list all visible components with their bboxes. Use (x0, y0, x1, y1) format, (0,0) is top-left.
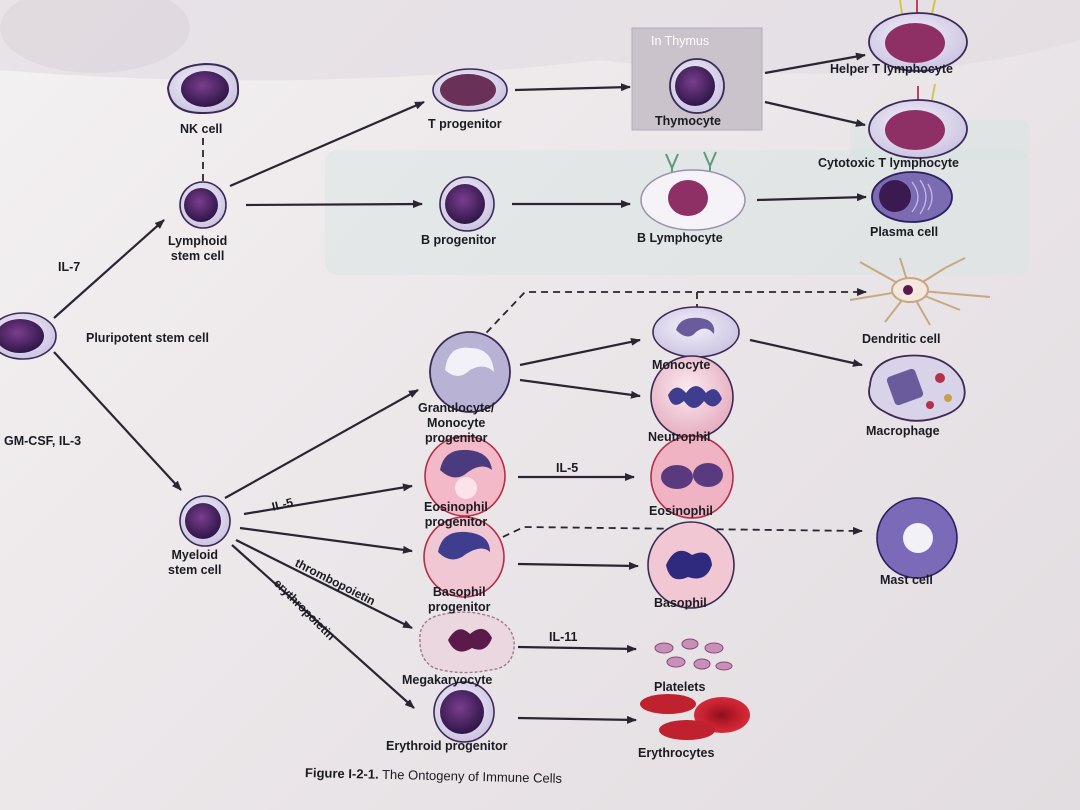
mast-cell-label: Mast cell (880, 573, 933, 587)
connection-arrows (53, 52, 867, 724)
arrow-granulocyte-to-monocyte (519, 337, 641, 367)
erythroid-progenitor-label: Erythroid progenitor (386, 739, 508, 753)
mast-cell-icon (876, 497, 958, 579)
basophil-progenitor-label: Basophil progenitor (428, 585, 491, 615)
helper-t-lymphocyte-label: Helper T lymphocyte (830, 62, 953, 76)
b-progenitor-label: B progenitor (421, 233, 496, 247)
pluripotent-stem-cell-label: Pluripotent stem cell (86, 331, 209, 345)
il11-label: IL-11 (549, 630, 578, 644)
eosinophil-label: Eosinophil (649, 504, 713, 518)
granulocyte-label-line1: Granulocyte/ (418, 401, 495, 415)
arrow-pluripotent-to-lymphoid (53, 219, 165, 319)
cytotoxic-t-lymphocyte-icon (868, 83, 968, 159)
megakaryocyte-icon (419, 611, 515, 674)
arrow-megakaryocyte-to-platelets (517, 644, 637, 653)
arrow-thymocyte-to-helper-t (764, 52, 866, 75)
b-progenitor-icon (439, 176, 495, 232)
granulocyte-monocyte-progenitor-label: Granulocyte/ Monocyte progenitor (418, 401, 494, 446)
arrow-myeloid-to-megakaryocyte (235, 539, 413, 629)
dendritic-cell-label: Dendritic cell (862, 332, 941, 346)
granulocyte-label-line2: Monocyte (427, 416, 486, 430)
dendritic-cell-icon (849, 257, 991, 326)
arrow-basophil-progenitor-to-basophil (517, 561, 639, 570)
nk-cell-label: NK cell (180, 122, 223, 136)
nk-cell-icon (166, 62, 240, 115)
granulocyte-label-line3: progenitor (424, 431, 488, 445)
neutrophil-label: Neutrophil (648, 430, 711, 444)
erythrocytes-label: Erythrocytes (638, 746, 715, 760)
arrow-t-progenitor-to-thymocyte (514, 83, 631, 92)
monocyte-icon (652, 306, 740, 358)
in-thymus-label: In Thymus (651, 34, 710, 48)
lymphoid-stem-cell-icon (179, 181, 227, 229)
thymocyte-label: Thymocyte (655, 114, 721, 128)
platelets-icon (654, 638, 733, 671)
arrow-lymphoid-to-b-progenitor (245, 200, 423, 209)
myeloid-stem-cell-label: Myeloid stem cell (168, 548, 222, 578)
macrophage-label: Macrophage (866, 424, 940, 438)
arrow-pluripotent-to-myeloid (53, 351, 182, 491)
il5-eosinophil-label: IL-5 (556, 461, 579, 475)
lymphoid-label-line1: Lymphoid (168, 234, 228, 248)
il7-label: IL-7 (58, 260, 81, 274)
thymocyte-icon (669, 58, 725, 114)
lymphoid-stem-cell-label: Lymphoid stem cell (168, 234, 227, 264)
myeloid-stem-cell-icon (179, 495, 231, 547)
eosinophil-progenitor-line1: Eosinophil (424, 500, 488, 514)
arrow-myeloid-to-eosinophil-progenitor (243, 483, 413, 516)
pluripotent-stem-cell-icon (0, 312, 57, 360)
platelets-label: Platelets (654, 680, 706, 694)
neutrophil-icon (650, 355, 734, 439)
basophil-progenitor-line1: Basophil (432, 585, 486, 599)
b-lymphocyte-label: B Lymphocyte (637, 231, 723, 245)
arrow-granulocyte-to-neutrophil (519, 378, 641, 399)
erythrocytes-icon (640, 694, 750, 740)
basophil-label: Basophil (654, 596, 707, 610)
lymphoid-label-line2: stem cell (170, 249, 225, 263)
plasma-cell-icon (871, 171, 953, 223)
granulocyte-monocyte-progenitor-icon (429, 331, 511, 413)
myeloid-label-line2: stem cell (168, 563, 222, 577)
arrow-myeloid-to-erythroid (231, 544, 415, 709)
t-progenitor-icon (432, 68, 508, 112)
myeloid-label-line1: Myeloid (171, 548, 219, 562)
megakaryocyte-label: Megakaryocyte (402, 673, 493, 687)
monocyte-label: Monocyte (652, 358, 711, 372)
dashed-granulocyte-to-dendritic (469, 288, 867, 351)
arrow-b-lymphocyte-to-plasma-cell (756, 193, 867, 202)
eosinophil-progenitor-label: Eosinophil progenitor (424, 500, 488, 530)
figure-number: Figure I-2-1. (304, 765, 379, 782)
arrow-monocyte-to-macrophage (749, 338, 863, 367)
basophil-icon (647, 521, 735, 609)
plasma-cell-label: Plasma cell (870, 225, 939, 239)
gmcsf-il3-label: GM-CSF, IL-3 (4, 434, 82, 448)
eosinophil-progenitor-icon (424, 435, 506, 517)
arrow-lymphoid-to-t-progenitor (229, 100, 425, 188)
arrow-thymocyte-to-cytotoxic-t (764, 100, 866, 127)
helper-t-lymphocyte-icon (868, 0, 968, 72)
basophil-progenitor-line2: progenitor (428, 600, 491, 614)
erythroid-progenitor-icon (433, 681, 495, 743)
b-lymphocyte-icon (640, 151, 746, 231)
cytotoxic-t-lymphocyte-label: Cytotoxic T lymphocyte (818, 156, 959, 170)
arrow-myeloid-to-granulocyte (224, 389, 419, 499)
arrow-erythroid-to-erythrocytes (517, 715, 637, 724)
eosinophil-icon (650, 435, 734, 519)
basophil-progenitor-icon (423, 516, 505, 598)
macrophage-icon (868, 354, 966, 422)
eosinophil-progenitor-line2: progenitor (424, 515, 488, 529)
t-progenitor-label: T progenitor (428, 117, 502, 131)
arrow-myeloid-to-basophil-progenitor (239, 526, 413, 554)
